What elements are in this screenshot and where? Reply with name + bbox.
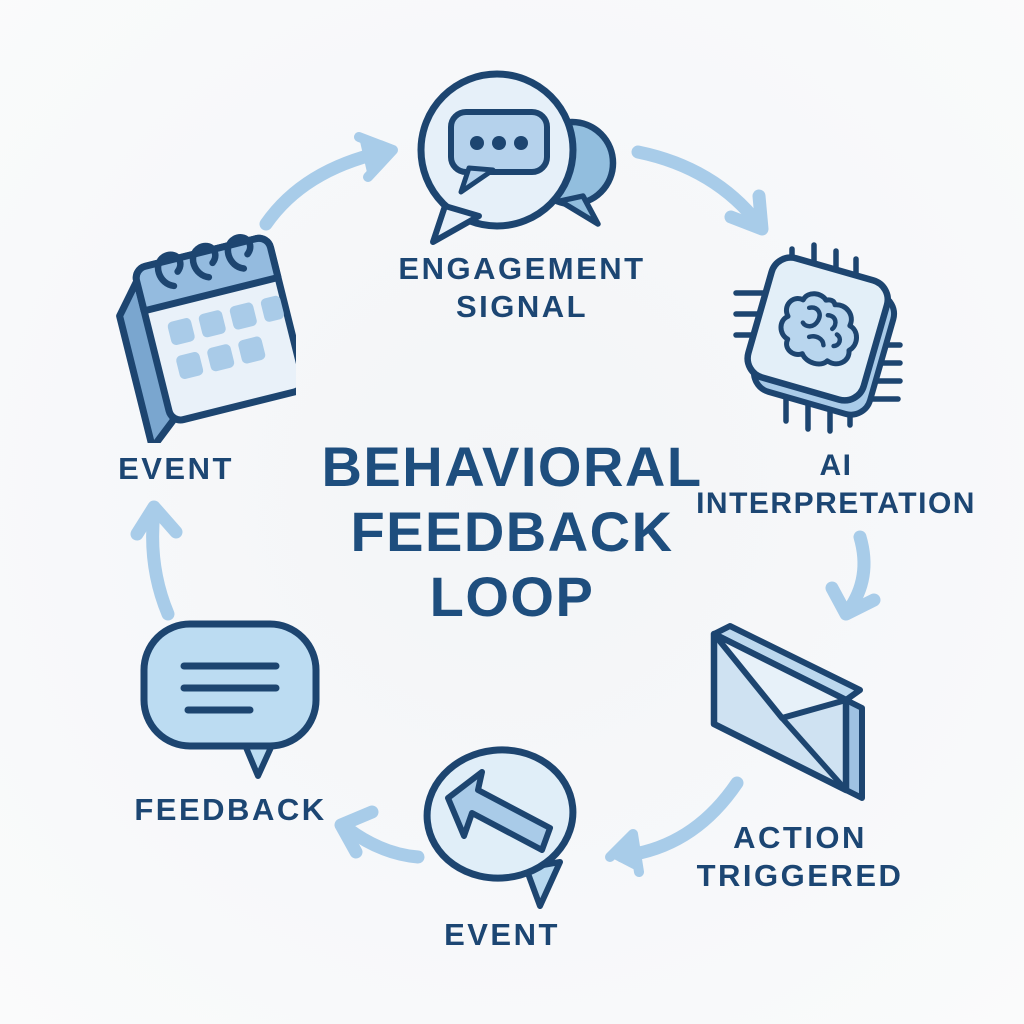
arrow-engagement-to-ai	[631, 145, 769, 236]
envelope-crease	[779, 716, 849, 792]
envelope-icon	[710, 623, 865, 801]
brain	[778, 291, 860, 367]
node-action-triggered: ACTION TRIGGERED	[697, 612, 901, 893]
text-lines	[180, 662, 280, 714]
node-engagement-signal: ENGAGEMENT SIGNAL	[398, 68, 643, 324]
arrow-action-to-event	[605, 776, 744, 877]
event-calendar-label: EVENT	[118, 451, 234, 486]
diagram-title: BEHAVIORAL FEEDBACK LOOP	[321, 435, 703, 628]
engagement-signal-label: ENGAGEMENT SIGNAL	[398, 251, 646, 324]
node-ai-interpretation: AI INTERPRETATION	[696, 235, 974, 520]
calendar-date-squares	[167, 295, 284, 379]
typing-dots	[470, 136, 528, 150]
calendar-spiral-rings	[154, 234, 254, 290]
calendar-icon	[116, 234, 296, 443]
feedback-message-bubble-icon	[140, 620, 320, 779]
event-reply-label: EVENT	[444, 917, 560, 952]
node-event-calendar: EVENT	[96, 218, 296, 486]
ai-chip-brain-icon	[733, 242, 903, 434]
action-triggered-label: ACTION TRIGGERED	[696, 820, 904, 893]
arrow-event-to-engagement	[259, 132, 398, 231]
arrow-ai-to-action	[825, 530, 881, 621]
ai-interpretation-label: AI INTERPRETATION	[696, 449, 976, 520]
arrow-event-to-feedback	[334, 805, 425, 864]
envelope-flap	[711, 631, 849, 721]
reply-arrow	[445, 769, 553, 853]
chat-bubbles-icon	[417, 70, 617, 245]
arrow-feedback-to-event	[130, 500, 183, 621]
feedback-label: FEEDBACK	[134, 792, 327, 827]
node-event-reply: EVENT	[420, 738, 585, 952]
reply-arrow-bubble-icon	[423, 746, 577, 909]
node-feedback: FEEDBACK	[134, 618, 324, 827]
